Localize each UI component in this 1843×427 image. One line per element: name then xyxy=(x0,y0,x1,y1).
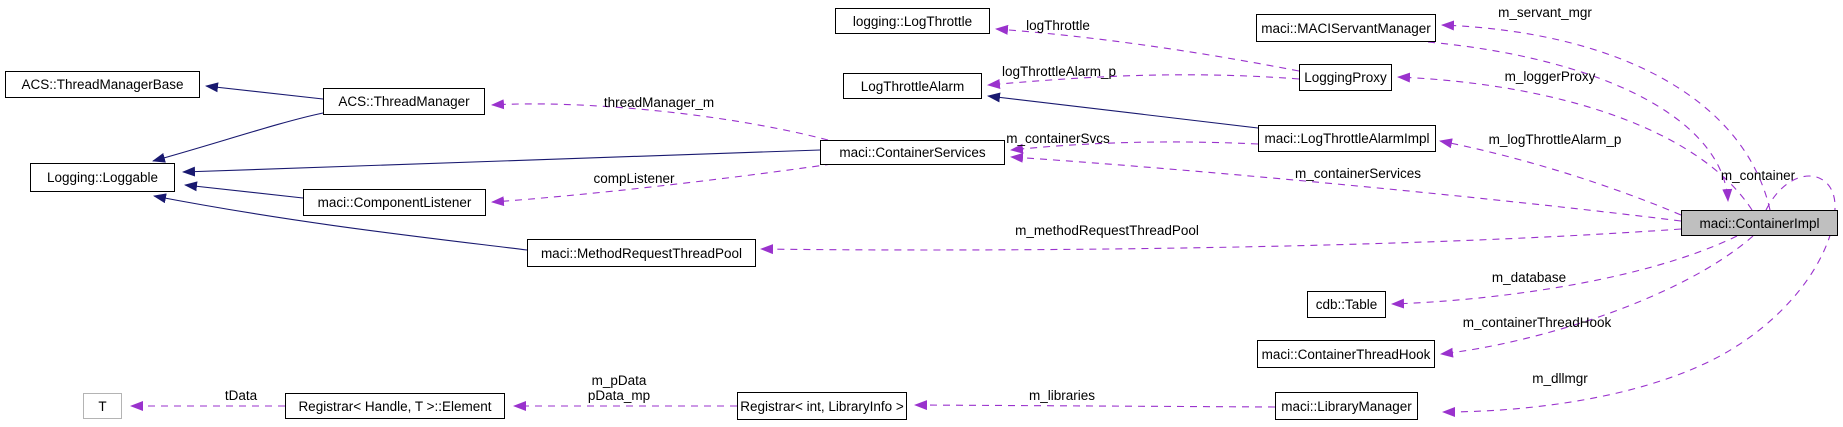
edge-label-m-dllmgr: m_dllmgr xyxy=(1532,371,1588,386)
edge-label-m-servant-mgr: m_servant_mgr xyxy=(1498,5,1592,20)
edge-threadmanager-to-threadmanagerbase xyxy=(205,82,324,100)
node-acs-threadmanager[interactable]: ACS::ThreadManager xyxy=(323,88,485,115)
edge-m-containerservices xyxy=(1010,152,1682,222)
edge-label-m-methodrequestthreadpool: m_methodRequestThreadPool xyxy=(1015,223,1199,238)
node-template-t: T xyxy=(83,393,122,419)
node-acs-threadmanagerbase[interactable]: ACS::ThreadManagerBase xyxy=(5,71,200,98)
edge-m-libraries xyxy=(914,400,1276,411)
node-registrar-int-libraryinfo[interactable]: Registrar< int, LibraryInfo > xyxy=(737,392,907,420)
node-cdb-table[interactable]: cdb::Table xyxy=(1307,291,1386,318)
node-logging-logthrottle[interactable]: logging::LogThrottle xyxy=(835,8,990,34)
node-maci-logthrottlealarmimpl[interactable]: maci::LogThrottleAlarmImpl xyxy=(1258,125,1436,152)
edge-m-dllmgr xyxy=(1442,175,1836,417)
edge-m-containersvcs xyxy=(1010,141,1259,154)
edge-label-m-libraries: m_libraries xyxy=(1028,388,1096,403)
edge-label-m-containersvcs: m_containerSvcs xyxy=(1006,131,1110,146)
edge-logthrottle xyxy=(995,24,1300,72)
edge-logthrottlealarmimpl-to-logthrottlealarm xyxy=(987,92,1259,129)
edge-label-m-pdata-line1: m_pData xyxy=(591,373,647,388)
edge-logthrottlealarm-p xyxy=(987,74,1300,89)
edge-label-logthrottlealarm-p: logThrottleAlarm_p xyxy=(1001,64,1117,79)
edge-componentlistener-to-loggable xyxy=(184,181,304,199)
edge-label-logthrottle: logThrottle xyxy=(1026,18,1090,33)
edge-label-m-loggerproxy: m_loggerProxy xyxy=(1504,69,1596,84)
node-maci-containerservices[interactable]: maci::ContainerServices xyxy=(820,140,1005,165)
edge-label-m-container: m_container xyxy=(1720,168,1796,183)
node-logging-loggable[interactable]: Logging::Loggable xyxy=(30,163,175,192)
edge-label-m-logthrottlealarm-p: m_logThrottleAlarm_p xyxy=(1488,132,1622,147)
edge-label-m-pdata-line2: pData_mp xyxy=(587,388,651,403)
edge-m-database xyxy=(1391,235,1738,309)
edge-label-m-containerservices: m_containerServices xyxy=(1294,166,1422,181)
edge-m-servant-mgr xyxy=(1441,20,1771,211)
edge-complistener xyxy=(491,163,833,207)
edge-label-m-containerthreadhook: m_containerThreadHook xyxy=(1462,315,1612,330)
edge-m-logthrottlealarm-p xyxy=(1439,138,1682,216)
node-maci-maciservantmanager[interactable]: maci::MACIServantManager xyxy=(1256,14,1436,42)
edge-label-threadmanager-m: threadManager_m xyxy=(603,95,715,110)
edge-label-tdata: tData xyxy=(224,388,258,403)
edge-containerservices-to-loggable xyxy=(182,149,821,177)
edge-threadmanager-to-loggable xyxy=(152,112,324,163)
edge-threadmanager-m xyxy=(491,99,829,141)
node-logthrottlealarm[interactable]: LogThrottleAlarm xyxy=(843,73,982,99)
node-loggingproxy[interactable]: LoggingProxy xyxy=(1299,64,1392,91)
node-maci-containerthreadhook[interactable]: maci::ContainerThreadHook xyxy=(1257,340,1435,368)
node-maci-librarymanager[interactable]: maci::LibraryManager xyxy=(1275,392,1418,420)
node-maci-methodrequestthreadpool[interactable]: maci::MethodRequestThreadPool xyxy=(527,239,756,267)
edge-label-m-database: m_database xyxy=(1491,270,1567,285)
node-maci-componentlistener[interactable]: maci::ComponentListener xyxy=(303,189,486,216)
node-registrar-handle-t-element[interactable]: Registrar< Handle, T >::Element xyxy=(285,393,505,419)
node-maci-containerimpl[interactable]: maci::ContainerImpl xyxy=(1681,210,1838,236)
edge-methodrequestthreadpool-to-loggable xyxy=(153,193,528,251)
edge-label-complistener: compListener xyxy=(593,171,675,186)
edge-m-methodrequestthreadpool xyxy=(760,228,1682,255)
edge-m-loggerproxy xyxy=(1397,72,1753,211)
edge-label-m-pdata-pdata-mp: m_pData pData_mp xyxy=(588,373,650,403)
edge-m-container xyxy=(1427,41,1733,202)
edge-m-containerthreadhook xyxy=(1440,235,1754,358)
